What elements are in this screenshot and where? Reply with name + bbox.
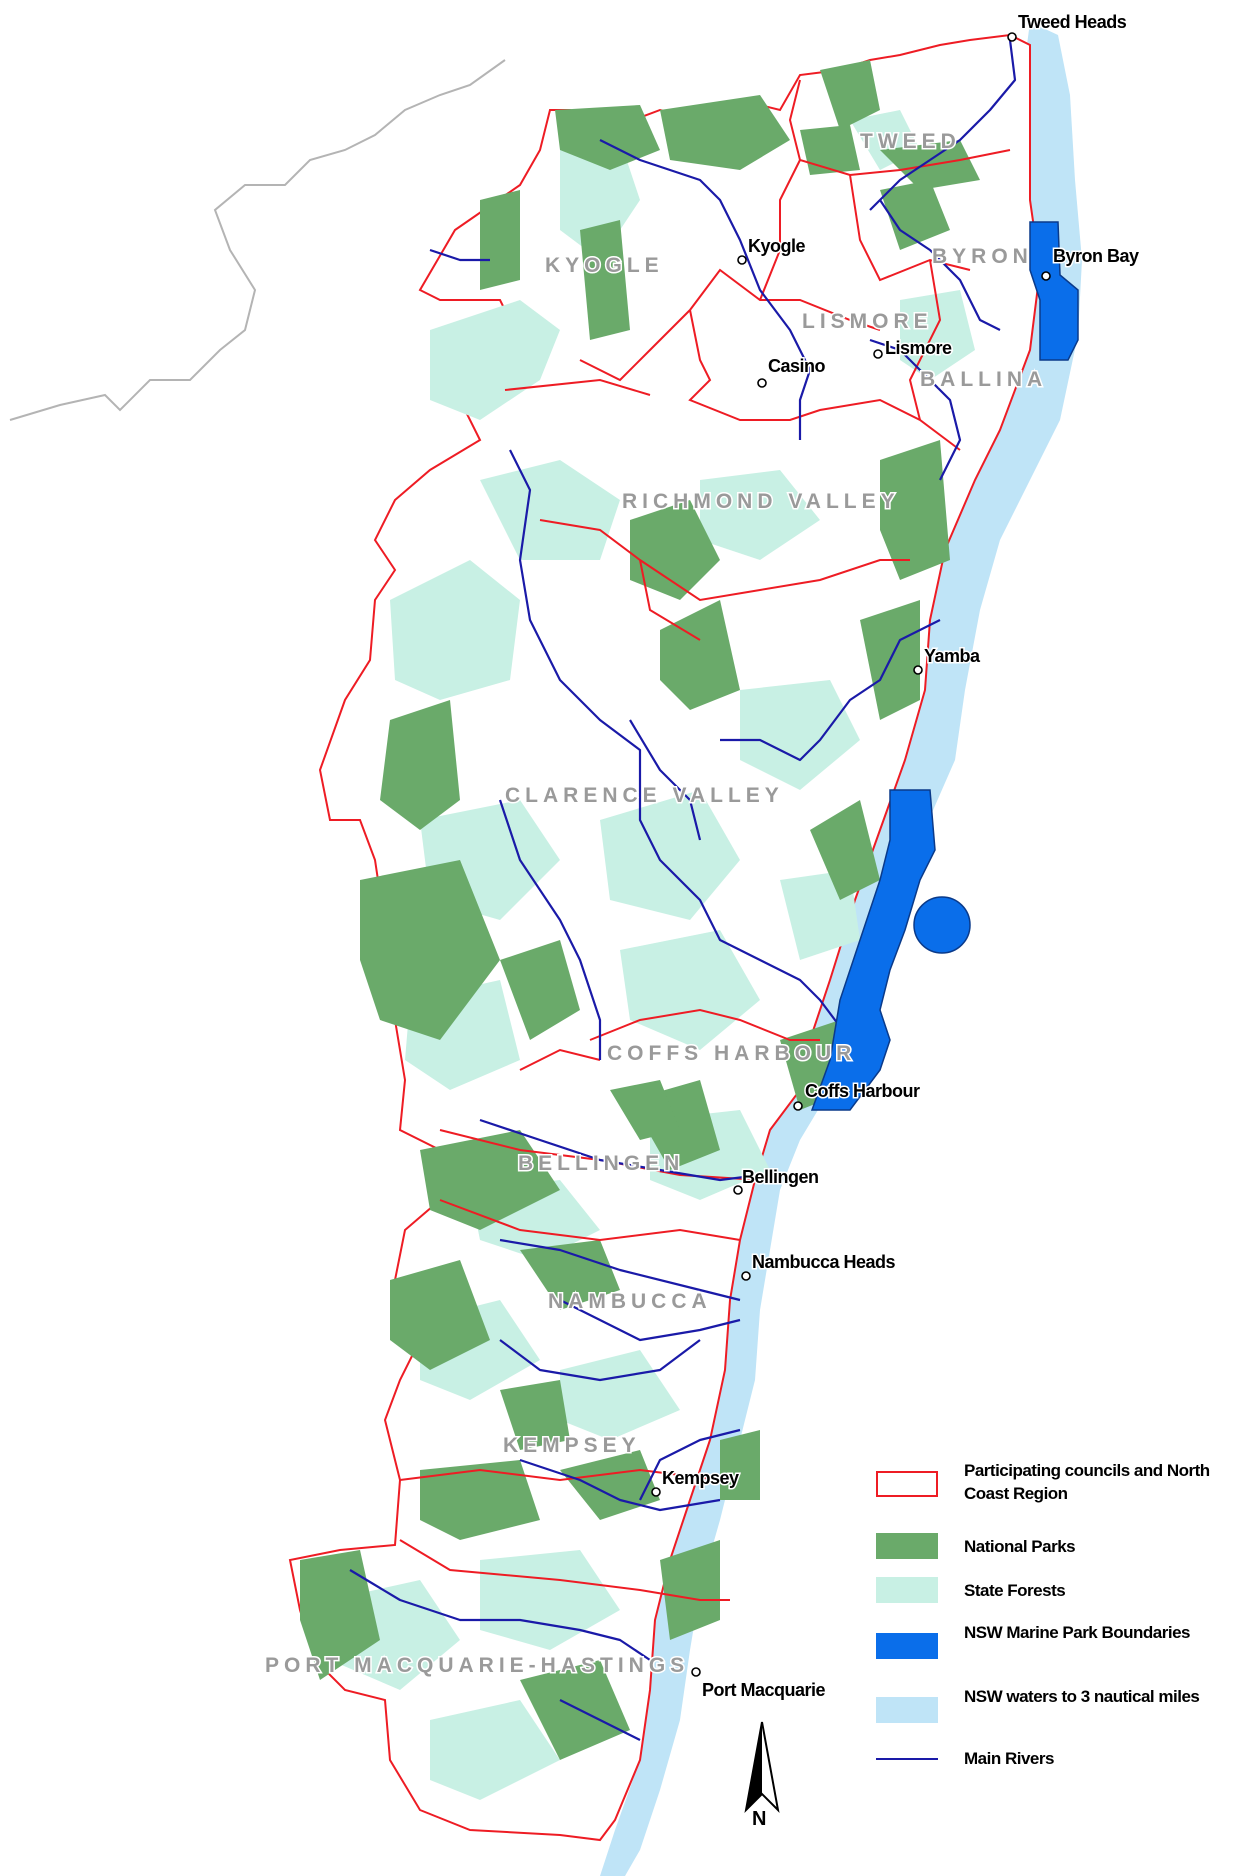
legend-item-councils: Participating councils and North Coast R… [868, 1459, 1238, 1527]
town-marker [793, 1101, 803, 1111]
legend-swatch-marine-park [876, 1633, 938, 1659]
legend-label: Main Rivers [964, 1749, 1054, 1768]
lga-label: BALLINA [920, 368, 1047, 391]
town-marker [757, 378, 767, 388]
legend-item-national-parks: National Parks [868, 1527, 1238, 1571]
town-marker [913, 665, 923, 675]
towns: Tweed Heads Kyogle Byron Bay Lismore Cas… [651, 11, 1141, 1702]
town-label: Kyogle [748, 236, 806, 256]
legend-label: NSW Marine Park Boundaries [964, 1623, 1191, 1642]
legend-label: Participating councils and North Coast R… [964, 1461, 1210, 1503]
north-arrow-icon [744, 1721, 780, 1813]
lga-label: RICHMOND VALLEY [622, 490, 900, 513]
legend-item-marine-park: NSW Marine Park Boundaries [868, 1617, 1238, 1683]
lga-label: BELLINGEN [518, 1152, 684, 1175]
lga-label: KEMPSEY [503, 1434, 641, 1457]
cape-byron-marine-park [1029, 221, 1079, 361]
lga-label: BYRON [932, 245, 1033, 268]
legend-swatch-rivers [876, 1758, 938, 1760]
town-label: Yamba [924, 646, 981, 666]
legend-item-state-forests: State Forests [868, 1571, 1238, 1617]
town-marker [873, 349, 883, 359]
lga-label: COFFS HARBOUR [607, 1042, 856, 1065]
lga-label: TWEED [860, 130, 961, 153]
marine-park-island-zone [913, 896, 971, 954]
town-marker [1007, 32, 1017, 42]
legend-label: National Parks [964, 1537, 1076, 1556]
legend-label: NSW waters to 3 nautical miles [964, 1687, 1200, 1706]
town-label: Coffs Harbour [805, 1081, 920, 1101]
north-label: N [752, 1808, 767, 1830]
legend-label: State Forests [964, 1581, 1066, 1600]
town-label: Casino [768, 356, 826, 376]
nsw-waters-band [600, 22, 1082, 1876]
lga-labels: TWEED KYOGLE BYRON LISMORE BALLINA RICHM… [264, 129, 1047, 1679]
legend-swatch-national-parks [876, 1533, 938, 1559]
town-marker [651, 1487, 661, 1497]
town-label: Lismore [885, 338, 952, 358]
marine-parks [810, 221, 1079, 1111]
main-rivers [349, 39, 1017, 1741]
town-label: Nambucca Heads [752, 1252, 896, 1272]
town-marker [737, 255, 747, 265]
legend-swatch-council-outline [876, 1471, 938, 1497]
lga-label: NAMBUCCA [548, 1290, 712, 1313]
legend-swatch-nsw-waters [876, 1697, 938, 1723]
solitary-islands-marine-park [810, 789, 936, 1111]
lga-label: KYOGLE [545, 254, 664, 277]
legend-item-rivers: Main Rivers [868, 1745, 1238, 1785]
town-label: Port Macquarie [702, 1680, 826, 1700]
map-legend: Participating councils and North Coast R… [868, 1459, 1238, 1785]
town-label: Byron Bay [1053, 246, 1139, 266]
lga-label: PORT MACQUARIE-HASTINGS [265, 1654, 689, 1677]
town-marker [1041, 271, 1051, 281]
town-label: Kempsey [662, 1468, 739, 1488]
state-border [9, 59, 506, 421]
town-marker [733, 1185, 743, 1195]
town-marker [741, 1271, 751, 1281]
town-marker [691, 1667, 701, 1677]
town-label: Tweed Heads [1018, 12, 1127, 32]
lga-label: LISMORE [802, 310, 933, 333]
legend-swatch-state-forests [876, 1577, 938, 1603]
town-label: Bellingen [742, 1167, 819, 1187]
lga-label: CLARENCE VALLEY [505, 784, 784, 807]
legend-item-nsw-waters: NSW waters to 3 nautical miles [868, 1683, 1238, 1745]
